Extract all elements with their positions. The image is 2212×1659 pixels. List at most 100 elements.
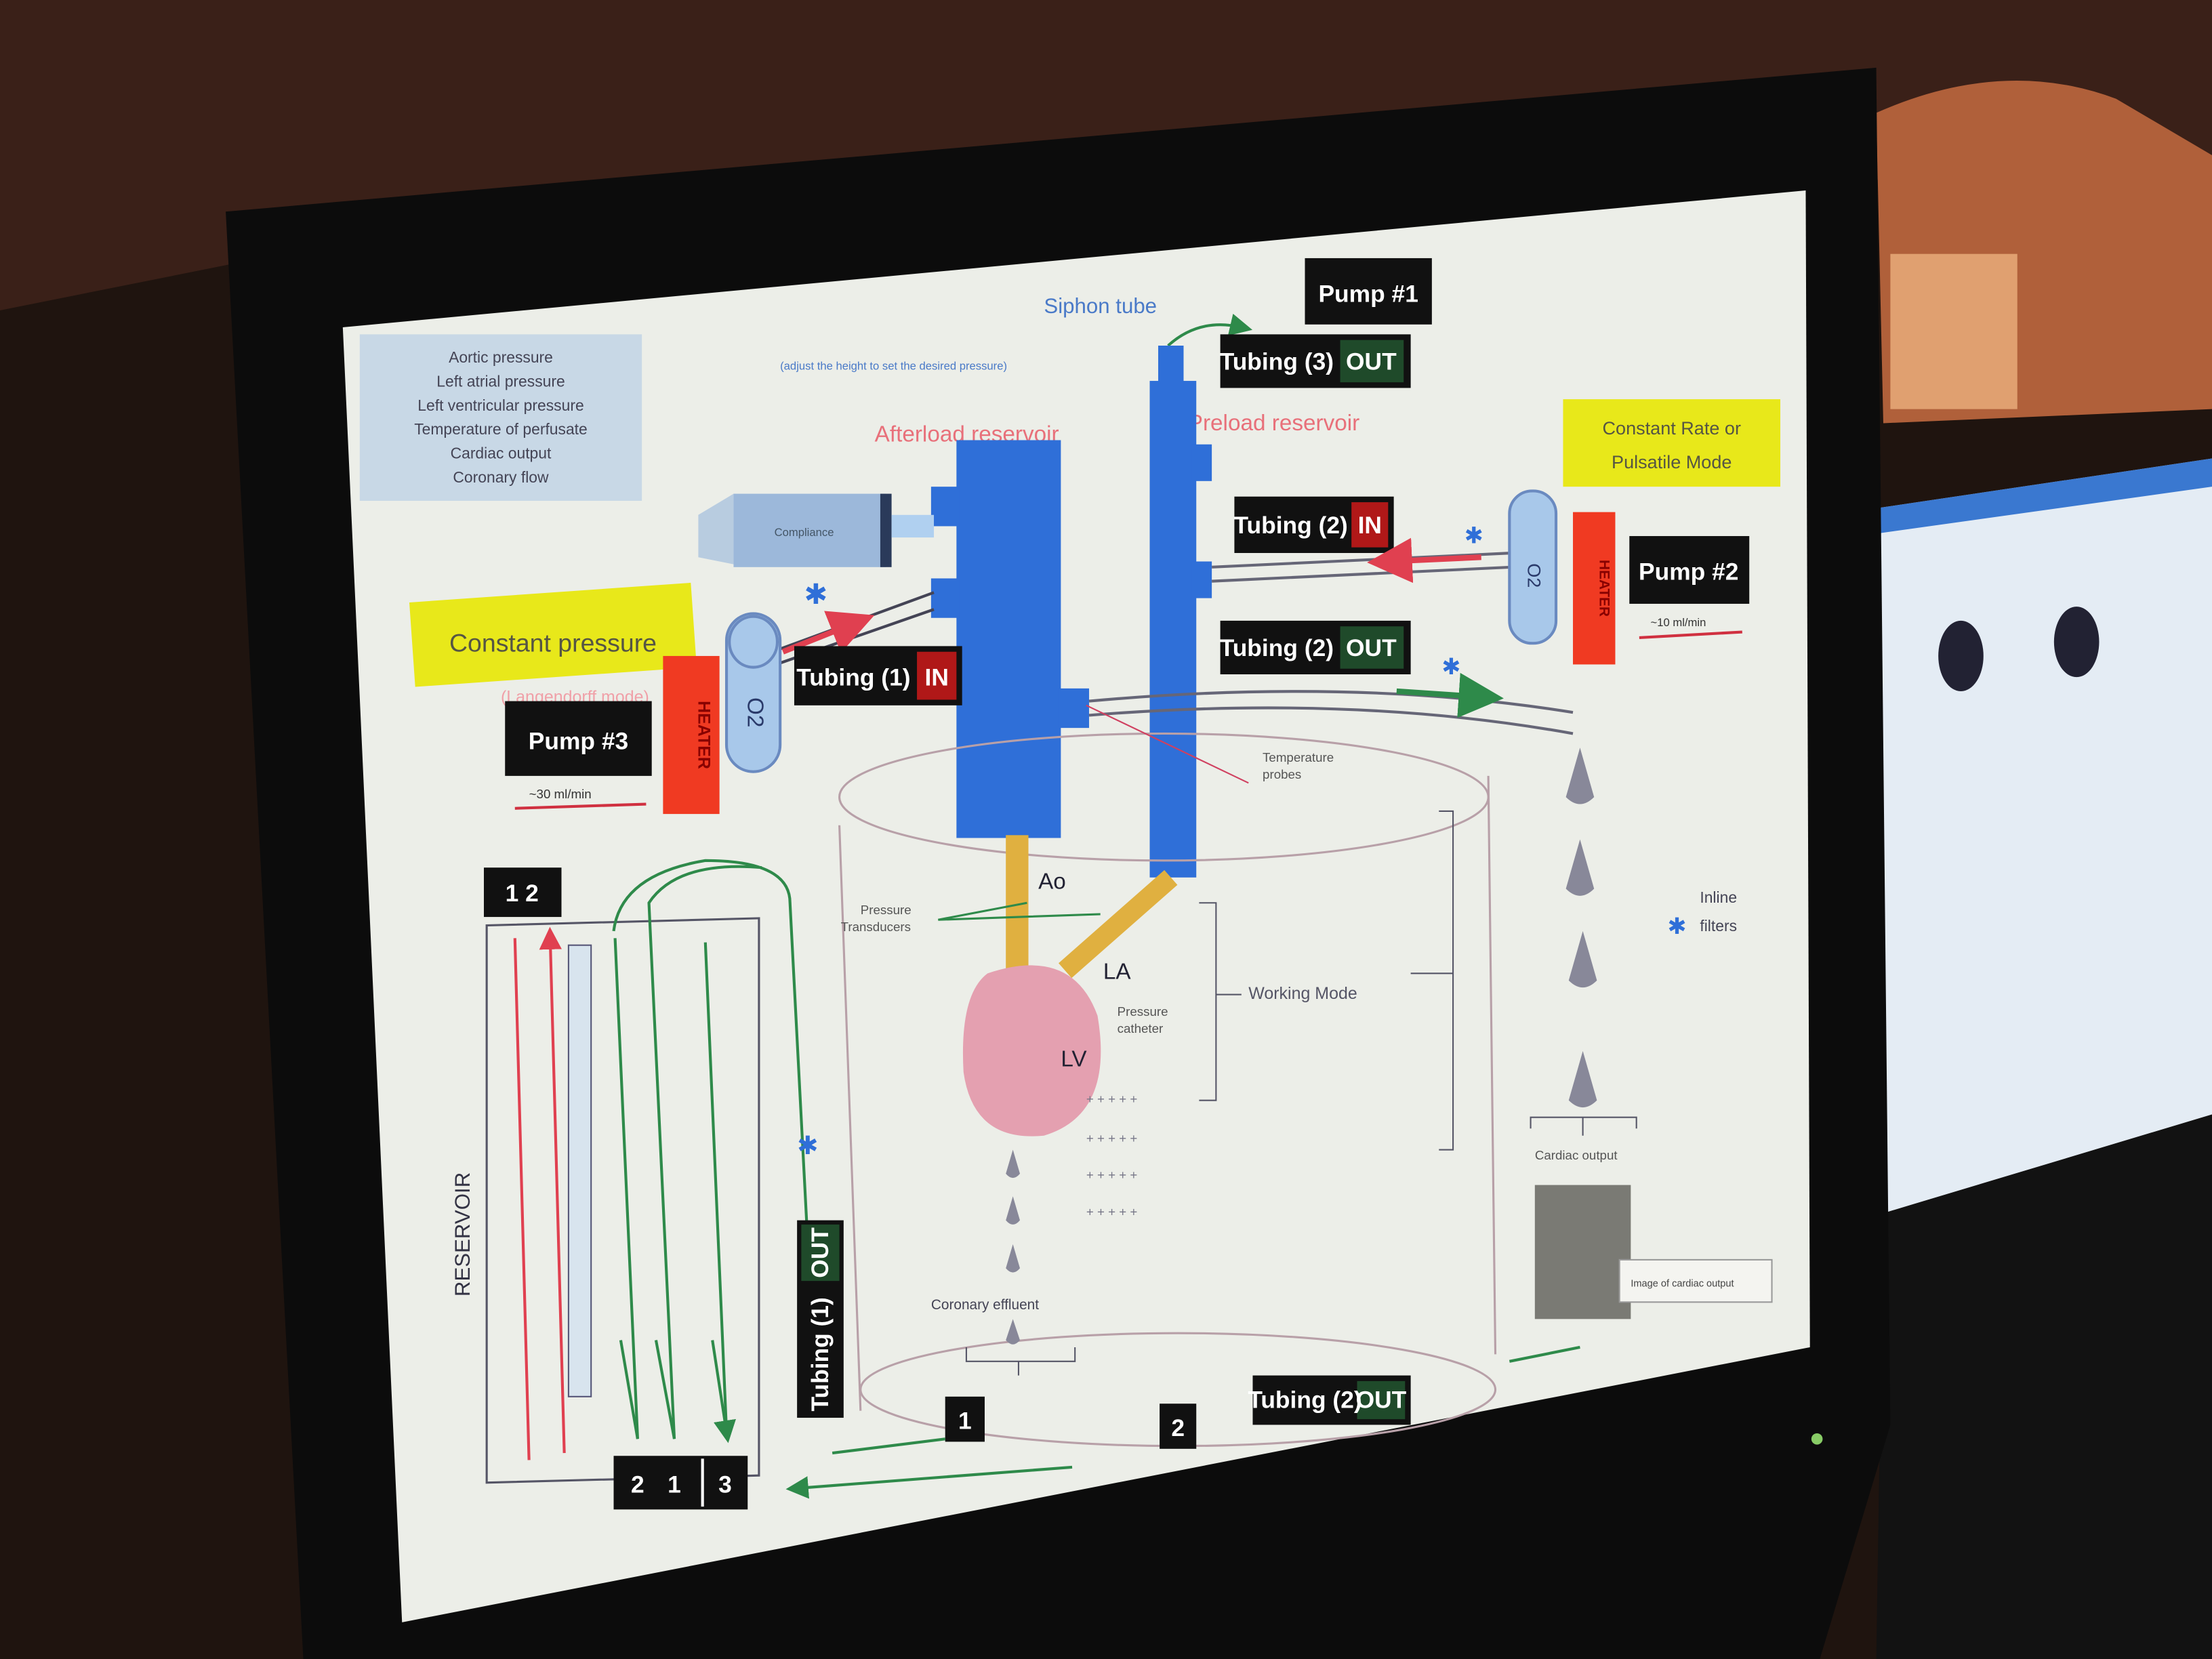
second-monitor-bezel [1876, 1114, 2212, 1659]
svg-text:1 2: 1 2 [506, 880, 539, 907]
svg-text:3: 3 [718, 1471, 732, 1498]
svg-text:+ + + + +: + + + + + [1086, 1131, 1138, 1145]
image-caption-box [1618, 1258, 1773, 1303]
siphon-arrow [1167, 313, 1253, 347]
siphon-title: Siphon tube [1044, 294, 1157, 318]
svg-text:Pump #1: Pump #1 [1318, 281, 1418, 307]
tubing-2-out-bottom-label: Tubing (2) OUT [1248, 1375, 1411, 1425]
syringe: Compliance [698, 493, 935, 567]
afterload-column [930, 440, 1090, 838]
svg-text:Tubing (1): Tubing (1) [807, 1297, 834, 1411]
inline-filter-icon: ✱ [1465, 523, 1483, 548]
svg-text:O2: O2 [1523, 563, 1544, 588]
pressure-transducer-lines [937, 901, 1101, 921]
flow-arrow-red [1367, 537, 1481, 583]
second-monitor-screen [1879, 458, 2212, 1214]
pump-2-box: Pump #2 [1629, 536, 1750, 604]
svg-text:OUT: OUT [1346, 635, 1397, 661]
knob-icon [2053, 607, 2100, 678]
tubing-1-in-label: Tubing (1) IN [794, 646, 962, 705]
supply-line-green [612, 859, 817, 1439]
measurements-box: Aortic pressure Left atrial pressure Lef… [359, 334, 642, 501]
svg-text:OUT: OUT [1356, 1387, 1407, 1413]
oxygenator-right: O2 [1508, 489, 1558, 645]
flow-arrow-green [1396, 672, 1504, 718]
svg-text:Tubing (2): Tubing (2) [1220, 635, 1334, 661]
info-line: Left atrial pressure [436, 372, 565, 390]
power-led-icon [1811, 1433, 1823, 1445]
svg-text:IN: IN [1358, 512, 1382, 539]
svg-text:2: 2 [1171, 1415, 1185, 1441]
info-line: Aortic pressure [449, 348, 553, 366]
effluent-bracket [965, 1347, 1076, 1376]
coronary-drops [1006, 1149, 1021, 1345]
pump-1-box: Pump #1 [1305, 258, 1432, 325]
svg-text:Pump #3: Pump #3 [529, 728, 628, 754]
constant-pressure-mode-box: Constant pressure [409, 582, 697, 687]
inline-filter-icon: ✱ [797, 1131, 818, 1160]
rate-underline [1639, 630, 1742, 639]
stimulation-pattern: + + + + ++ + + + ++ + + + ++ + + + + [1086, 1092, 1138, 1219]
pump-3-box: Pump #3 [505, 701, 652, 776]
svg-text:+ + + + +: + + + + + [1086, 1168, 1138, 1182]
lv-label: LV [1061, 1047, 1087, 1072]
svg-text:1: 1 [958, 1408, 972, 1435]
pressure-catheter-label: catheter [1118, 1021, 1164, 1036]
temperature-probes-label: probes [1263, 767, 1301, 781]
inline-filters-label: filters [1700, 917, 1737, 935]
pressure-transducers-label: Pressure [861, 903, 912, 917]
pressure-catheter-label: Pressure [1118, 1004, 1168, 1019]
left-atrium-cannula [1059, 869, 1178, 979]
heart [962, 965, 1101, 1136]
la-label: LA [1103, 960, 1132, 985]
heater-left: HEATER [663, 655, 720, 815]
svg-text:1: 1 [668, 1471, 681, 1498]
temperature-probe-line [1086, 704, 1249, 784]
coronary-effluent-label: Coronary effluent [931, 1297, 1039, 1313]
tubing-3-out-label: Tubing (3) OUT [1220, 334, 1411, 388]
svg-text:Tubing (1): Tubing (1) [796, 665, 910, 691]
cardiac-output-label: Cardiac output [1535, 1148, 1618, 1162]
langendorff-bracket [1410, 810, 1454, 1151]
return-line-red [513, 938, 565, 1460]
pump-2-rate: ~10 ml/min [1651, 616, 1706, 629]
drain-2-box: 2 [1160, 1404, 1197, 1449]
svg-text:+ + + + +: + + + + + [1086, 1092, 1138, 1106]
preload-column [1149, 346, 1212, 878]
svg-text:Constant Rate or: Constant Rate or [1603, 418, 1741, 438]
tubing-2-out-line [1088, 690, 1574, 735]
svg-text:Pulsatile Mode: Pulsatile Mode [1612, 452, 1732, 472]
preload-reservoir-label: Preload reservoir [1188, 411, 1360, 436]
tubing-2-in-label: Tubing (2) IN [1234, 496, 1394, 553]
drain-1-box: 1 [945, 1396, 985, 1442]
flow-arrow-green [619, 1340, 726, 1439]
tubing-1-out-vertical-label: Tubing (1) OUT [797, 1220, 844, 1418]
ao-label: Ao [1038, 869, 1066, 894]
pressure-transducers-label: Transducers [841, 920, 911, 934]
svg-text:HEATER: HEATER [1597, 560, 1612, 617]
svg-text:OUT: OUT [1346, 348, 1397, 375]
cardiac-output-drops [1565, 747, 1597, 1108]
svg-text:Tubing (2): Tubing (2) [1248, 1387, 1361, 1413]
pump-3-rate: ~30 ml/min [529, 787, 592, 801]
heater-right: HEATER [1573, 512, 1616, 665]
oxygenator-left: O2 [724, 612, 782, 773]
svg-text:IN: IN [925, 665, 949, 691]
siphon-note: (adjust the height to set the desired pr… [780, 359, 1007, 372]
inline-filters-label: Inline [1700, 888, 1737, 906]
syringe-label: Compliance [775, 526, 834, 539]
svg-text:Tubing (3): Tubing (3) [1220, 348, 1334, 375]
info-line: Temperature of perfusate [414, 420, 588, 438]
siphon-return-tube [567, 944, 592, 1397]
svg-text:2: 2 [631, 1471, 644, 1498]
svg-text:HEATER: HEATER [694, 701, 713, 769]
inline-filter-icon: ✱ [1667, 914, 1686, 939]
top-number-box: 1 2 [484, 867, 562, 918]
cardiac-output-bracket [1530, 1116, 1637, 1136]
heart-chamber [838, 732, 1497, 1448]
inline-filter-icon: ✱ [804, 578, 828, 610]
working-mode-bracket [1199, 902, 1242, 1101]
tubing-2-out-label: Tubing (2) OUT [1220, 620, 1411, 675]
svg-text:Constant pressure: Constant pressure [449, 629, 657, 657]
